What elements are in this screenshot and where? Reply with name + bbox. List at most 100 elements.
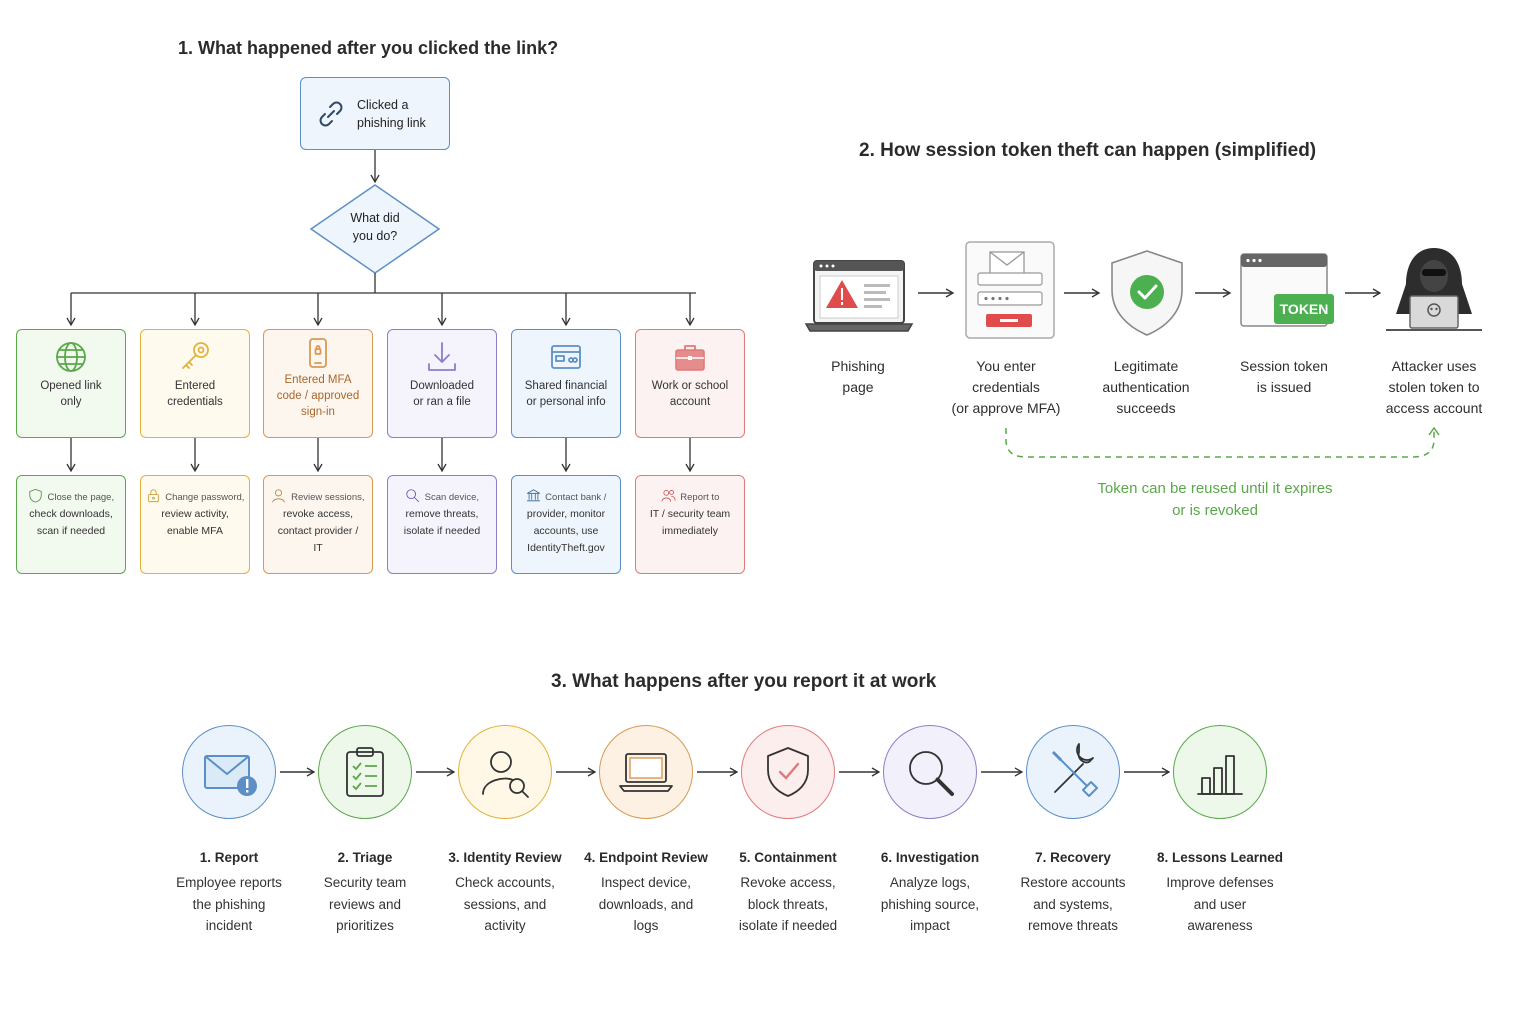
phase-title: 3. Identity Review <box>448 850 562 865</box>
phase-description-line: incident <box>205 918 253 933</box>
phase-description-line: reviews and <box>328 896 402 912</box>
token-note-line-2: or is revoked <box>1172 502 1258 519</box>
action-line: immediately <box>661 525 719 537</box>
token-badge: TOKEN <box>1279 301 1329 317</box>
action-node-6: Report to IT / security team immediately <box>635 475 745 574</box>
token-step-line: is issued <box>1256 379 1312 395</box>
phase-description-line: Employee reports <box>176 875 282 890</box>
token-note-line-1: Token can be reused until it expires <box>1097 480 1333 497</box>
branch-node-5: Shared financial or personal info <box>511 329 621 438</box>
phase-description-line: and systems, <box>1033 896 1113 912</box>
action-line: enable MFA <box>166 525 224 537</box>
users-icon <box>661 488 676 503</box>
phase-circle-4 <box>599 725 693 819</box>
token-step-line: stolen token to <box>1388 379 1480 395</box>
action-line: Report to <box>640 488 740 506</box>
branch-label-line: or personal info <box>526 396 606 408</box>
phase-circle-6 <box>883 725 977 819</box>
phase-description-line: Revoke access, <box>740 875 836 890</box>
phase-description-line: impact <box>910 918 950 933</box>
action-line: IT / security team <box>649 508 731 520</box>
phase-description-line: and user <box>1193 896 1247 912</box>
user-search-icon <box>475 742 535 802</box>
action-line: remove threats, <box>405 508 479 520</box>
phase-description: Analyze logs, phishing source, impact <box>855 872 1005 937</box>
action-node-1: Close the page,check downloads,scan if n… <box>16 475 126 574</box>
action-node-4: Scan device,remove threats,isolate if ne… <box>387 475 497 574</box>
start-line-2: phishing link <box>357 115 426 130</box>
token-step-line: authentication <box>1102 379 1190 395</box>
action-line: IdentityTheft.gov <box>527 542 605 554</box>
branch-label-line: Entered MFA <box>284 374 352 386</box>
branch-label-line: Shared financial <box>524 380 608 392</box>
section2-title: 2. How session token theft can happen (s… <box>859 140 1317 161</box>
token-step-line: credentials <box>972 379 1040 395</box>
action-line: Contact bank / <box>516 488 616 506</box>
bank-icon <box>526 488 541 503</box>
phase-description-line: block threats, <box>747 896 829 912</box>
action-line: contact provider / <box>277 525 359 537</box>
decision-label: What did you do? <box>330 209 420 245</box>
branch-label-line: Opened link <box>40 380 102 392</box>
action-line: review activity, <box>161 508 229 520</box>
token-step-line: (or approve MFA) <box>951 400 1061 416</box>
action-line: check downloads, <box>29 508 113 520</box>
branch-label-line: credentials <box>167 396 223 408</box>
branch-label-line: or ran a file <box>413 396 471 408</box>
magnifier-icon <box>405 488 420 503</box>
action-line: provider, monitor <box>526 508 606 520</box>
decision-line-1: What did <box>350 211 400 225</box>
phone-icon <box>301 336 335 370</box>
phase-description-line: Improve defenses <box>1166 875 1274 890</box>
phase-description-line: phishing source, <box>880 896 980 912</box>
mail-alert-icon <box>199 742 259 802</box>
clipboard-icon <box>335 742 395 802</box>
shield-icon <box>758 742 818 802</box>
magnifier-icon <box>900 742 960 802</box>
token-step-line: You enter <box>976 358 1036 374</box>
phase-circle-7 <box>1026 725 1120 819</box>
phase-description-line: Analyze logs, <box>889 875 971 890</box>
phase-description-line: prioritizes <box>336 918 394 933</box>
phase-circle-8 <box>1173 725 1267 819</box>
phase-description-line: sessions, and <box>463 896 547 912</box>
phase-title: 8. Lessons Learned <box>1156 850 1284 865</box>
token-step-line: Session token <box>1240 358 1328 374</box>
start-line-1: Clicked a <box>357 97 409 112</box>
shield-check-icon <box>1111 250 1183 336</box>
phase-title: 5. Containment <box>739 850 837 865</box>
phase-description-line: Check accounts, <box>455 875 555 890</box>
phase-description-line: logs <box>633 918 659 933</box>
briefcase-icon <box>673 340 707 374</box>
phase-circle-5 <box>741 725 835 819</box>
phase-title: 4. Endpoint Review <box>584 850 708 865</box>
token-step-line: Legitimate <box>1113 358 1179 374</box>
phase-description-line: downloads, and <box>598 896 694 912</box>
card-icon <box>549 340 583 374</box>
branch-label-line: only <box>60 396 82 408</box>
user-icon <box>271 488 286 503</box>
decision-line-2: you do? <box>352 229 398 243</box>
phase-title: 7. Recovery <box>1035 850 1111 865</box>
start-node-clicked-link: Clicked a phishing link <box>300 77 450 150</box>
action-node-3: Review sessions,revoke access,contact pr… <box>263 475 373 574</box>
token-step-line: page <box>842 379 874 395</box>
phase-title: 1. Report <box>199 850 259 865</box>
phase-description-line: Restore accounts <box>1020 875 1126 890</box>
lock-icon <box>146 488 161 503</box>
key-icon <box>178 340 212 374</box>
branch-label-line: sign-in <box>301 406 335 418</box>
